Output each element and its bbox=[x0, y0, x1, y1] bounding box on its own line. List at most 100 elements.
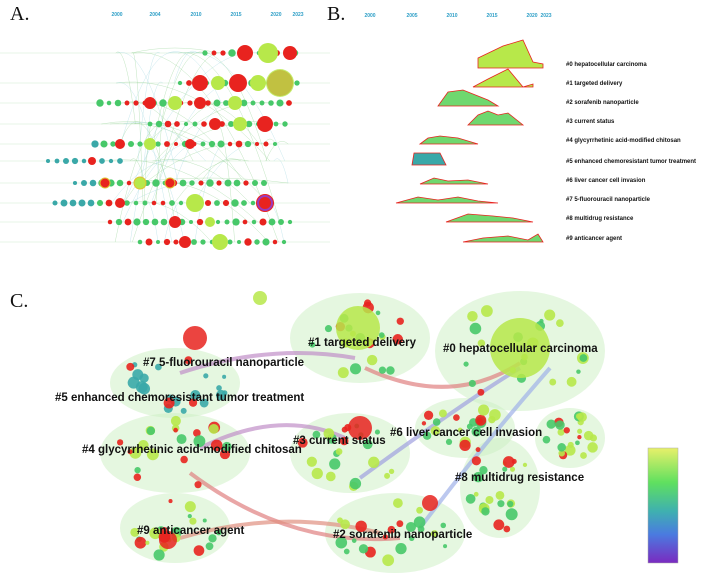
burst-area bbox=[472, 68, 534, 88]
reference-node bbox=[259, 100, 265, 106]
network-node bbox=[481, 507, 490, 516]
reference-node bbox=[240, 99, 248, 107]
reference-node bbox=[160, 200, 166, 206]
burst-label: #3 current status bbox=[566, 119, 615, 125]
network-node bbox=[477, 339, 486, 348]
reference-node bbox=[72, 180, 78, 186]
network-node bbox=[384, 472, 391, 479]
reference-node bbox=[251, 219, 257, 225]
network-node bbox=[416, 506, 423, 514]
network-node bbox=[587, 442, 598, 453]
network-node bbox=[210, 439, 223, 452]
reference-node bbox=[99, 158, 105, 164]
network-node bbox=[306, 456, 317, 467]
reference-node bbox=[160, 218, 168, 226]
year-tick: 2020 bbox=[526, 13, 537, 19]
network-node bbox=[392, 334, 403, 345]
network-node bbox=[129, 446, 142, 459]
network-node bbox=[208, 423, 219, 434]
network-node bbox=[202, 518, 207, 523]
reference-node bbox=[215, 219, 221, 225]
citation-link bbox=[116, 81, 271, 162]
network-node bbox=[190, 390, 201, 401]
reference-node bbox=[155, 239, 161, 245]
cluster-labels: #0 hepatocellular carcinoma#1 targeted d… bbox=[55, 337, 598, 541]
reference-node bbox=[241, 200, 247, 206]
citation-link bbox=[173, 50, 198, 84]
reference-node bbox=[151, 218, 159, 226]
network-node bbox=[180, 407, 187, 414]
reference-node bbox=[145, 238, 153, 246]
network-node bbox=[465, 493, 476, 504]
cluster-label: #8 multidrug resistance bbox=[455, 472, 584, 484]
reference-node bbox=[117, 158, 123, 164]
reference-node bbox=[177, 80, 183, 86]
network-node bbox=[203, 373, 209, 379]
reference-node bbox=[71, 157, 79, 165]
network-node bbox=[343, 548, 350, 555]
burst-label: #6 liver cancer cell invasion bbox=[566, 178, 646, 184]
network-node bbox=[323, 428, 335, 439]
network-node bbox=[469, 322, 482, 335]
reference-node bbox=[45, 158, 51, 164]
network-node bbox=[358, 544, 369, 554]
year-tick: 2004 bbox=[149, 12, 160, 18]
citation-link bbox=[143, 122, 154, 204]
reference-node bbox=[276, 99, 284, 107]
network-node bbox=[126, 362, 135, 371]
reference-node bbox=[88, 157, 96, 165]
network-node bbox=[134, 536, 147, 549]
network-node bbox=[396, 317, 404, 325]
network-node bbox=[139, 373, 149, 383]
network-node bbox=[463, 361, 469, 367]
network-node bbox=[193, 545, 205, 556]
reference-node bbox=[187, 100, 193, 106]
reference-node bbox=[258, 43, 278, 63]
reference-node bbox=[251, 179, 259, 187]
network-node bbox=[396, 520, 404, 528]
network-node bbox=[349, 477, 362, 490]
network-node bbox=[409, 535, 415, 541]
network-node bbox=[329, 458, 341, 470]
reference-node bbox=[254, 239, 260, 245]
reference-node bbox=[152, 179, 160, 187]
network-node bbox=[577, 428, 583, 434]
reference-node bbox=[281, 239, 287, 245]
reference-node bbox=[142, 200, 148, 206]
network-node bbox=[471, 426, 482, 437]
network-node bbox=[193, 435, 206, 448]
network-node bbox=[149, 527, 162, 540]
citation-link bbox=[109, 122, 268, 204]
reference-node bbox=[81, 158, 87, 164]
network-node bbox=[208, 534, 217, 543]
reference-node bbox=[60, 199, 68, 207]
network-node bbox=[388, 468, 395, 475]
network-node bbox=[340, 519, 350, 530]
network-node bbox=[473, 491, 479, 497]
network-node bbox=[348, 416, 372, 440]
network-node bbox=[205, 542, 214, 551]
reference-node bbox=[273, 121, 279, 127]
network-node bbox=[453, 414, 460, 421]
reference-node bbox=[164, 141, 170, 147]
network-node bbox=[557, 428, 565, 436]
reference-node bbox=[183, 121, 189, 127]
reference-node bbox=[179, 179, 187, 187]
citation-link bbox=[273, 158, 289, 184]
network-node bbox=[368, 456, 380, 469]
network-node bbox=[159, 531, 177, 549]
network-node bbox=[575, 413, 582, 420]
network-node bbox=[558, 449, 565, 457]
network-node bbox=[336, 306, 380, 350]
network-node bbox=[219, 448, 231, 460]
reference-node bbox=[144, 97, 156, 109]
network-node bbox=[438, 409, 447, 418]
reference-node bbox=[286, 100, 292, 106]
burst-labels: #0 hepatocellular carcinoma#1 targeted d… bbox=[566, 62, 696, 242]
reference-node bbox=[222, 199, 230, 207]
network-node bbox=[127, 376, 140, 389]
reference-node bbox=[108, 158, 114, 164]
burst-area bbox=[418, 135, 479, 145]
